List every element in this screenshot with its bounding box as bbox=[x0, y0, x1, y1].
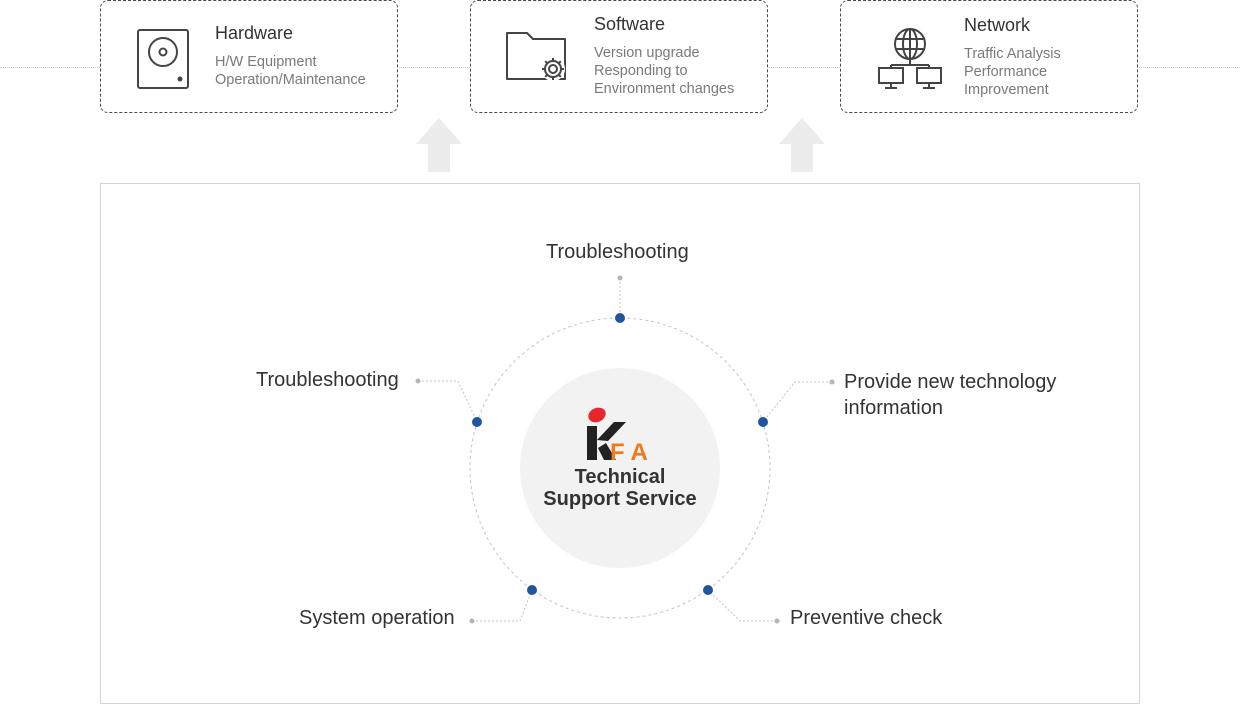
network-card: Network Traffic Analysis Performance Imp… bbox=[840, 0, 1138, 113]
kfa-logo: F A bbox=[587, 407, 648, 462]
label-left-troubleshooting: Troubleshooting bbox=[256, 369, 399, 391]
folder-gear-icon bbox=[506, 32, 566, 81]
up-arrow-icon bbox=[779, 118, 825, 172]
software-line-2: Responding to bbox=[594, 63, 688, 79]
hardware-card: Hardware H/W Equipment Operation/Mainten… bbox=[100, 0, 398, 113]
up-arrow-icon bbox=[416, 118, 462, 172]
label-system-operation: System operation bbox=[299, 607, 455, 629]
software-title: Software bbox=[594, 14, 666, 34]
label-top-troubleshooting: Troubleshooting bbox=[546, 241, 689, 263]
network-globe-icon bbox=[878, 28, 942, 89]
connector-dot-bottom-left bbox=[469, 618, 475, 624]
center-circle: F A Technical Support Service bbox=[520, 368, 720, 568]
connector-dot-top bbox=[617, 275, 623, 281]
node-dot-bottom-right bbox=[703, 585, 713, 595]
connector-bottom-left bbox=[472, 589, 533, 622]
node-dot-right bbox=[758, 417, 768, 427]
hardware-line-1: H/W Equipment bbox=[215, 54, 317, 70]
connector-dot-bottom-right bbox=[774, 618, 780, 624]
logo-text: F A bbox=[610, 439, 648, 462]
connector-left bbox=[418, 380, 478, 423]
network-line-2: Performance bbox=[964, 64, 1048, 80]
network-line-1: Traffic Analysis bbox=[964, 46, 1061, 62]
center-title-line-2: Support Service bbox=[543, 488, 697, 510]
network-line-3: Improvement bbox=[964, 82, 1049, 98]
node-dot-bottom-left bbox=[527, 585, 537, 595]
network-title: Network bbox=[964, 15, 1031, 35]
software-line-1: Version upgrade bbox=[594, 45, 700, 61]
hardware-title: Hardware bbox=[215, 23, 294, 43]
label-right-line-2: information bbox=[844, 397, 943, 419]
connector-right bbox=[762, 381, 832, 423]
node-dot-top bbox=[615, 313, 625, 323]
hardware-line-2: Operation/Maintenance bbox=[215, 72, 366, 88]
label-preventive-check: Preventive check bbox=[790, 607, 943, 629]
center-title-line-1: Technical bbox=[574, 466, 666, 488]
outer-dashed-circle bbox=[469, 317, 771, 619]
software-card: Software Version upgrade Responding to E… bbox=[470, 0, 768, 113]
connector-dot-left bbox=[415, 378, 421, 384]
connector-dot-right bbox=[829, 379, 835, 385]
label-right-line-1: Provide new technology bbox=[844, 371, 1057, 393]
node-dot-left bbox=[472, 417, 482, 427]
connector-bottom-right bbox=[707, 589, 777, 622]
software-line-3: Environment changes bbox=[594, 81, 735, 97]
hard-drive-icon bbox=[137, 29, 189, 89]
